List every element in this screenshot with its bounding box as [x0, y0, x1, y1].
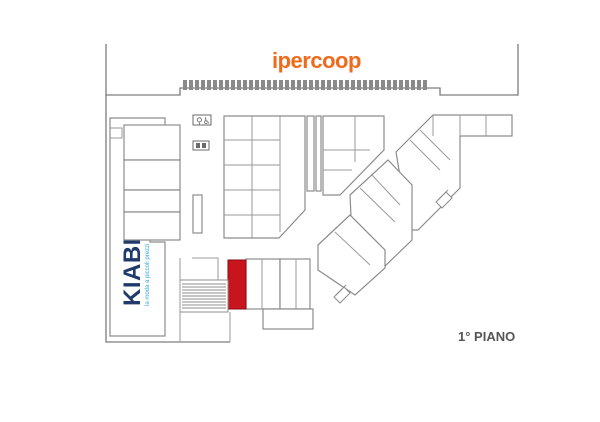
parking-stall [261, 80, 265, 90]
parking-stall [399, 80, 403, 90]
parking-stall [333, 80, 337, 90]
restroom-icon [192, 140, 210, 151]
shops-lower-diagonal[interactable] [317, 159, 413, 296]
parking-stall [315, 80, 319, 90]
parking-stall [297, 80, 301, 90]
left-outer-wall [105, 95, 230, 343]
shop-unit[interactable] [123, 211, 181, 241]
parking-stall [273, 80, 277, 90]
structural-line [192, 257, 219, 280]
toilet-icon: ⚲♿ [192, 114, 212, 127]
parking-stall [423, 80, 427, 90]
parking-stall [207, 80, 211, 90]
parking-stall [303, 80, 307, 90]
parking-stall [363, 80, 367, 90]
parking-stall [417, 80, 421, 90]
parking-stall [195, 80, 199, 90]
parking-stall [201, 80, 205, 90]
parking-stall [189, 80, 193, 90]
parking-stall [393, 80, 397, 90]
parking-stall [327, 80, 331, 90]
parking-stall [267, 80, 271, 90]
parking-stall [213, 80, 217, 90]
parking-stall [321, 80, 325, 90]
shop-unit[interactable] [123, 189, 181, 213]
parking-stall [309, 80, 313, 90]
parking-rows [183, 80, 427, 90]
escalator-icon [333, 189, 453, 304]
parking-stall [405, 80, 409, 90]
parking-stall [345, 80, 349, 90]
shop-unit[interactable] [123, 124, 181, 161]
parking-stall [255, 80, 259, 90]
floor-label: 1° PIANO [458, 329, 515, 344]
ipercoop-logo[interactable]: ipercoop [272, 48, 361, 73]
shop-unit[interactable] [262, 308, 314, 330]
shops-corridor[interactable] [306, 115, 322, 192]
parking-stall [357, 80, 361, 90]
parking-stall [237, 80, 241, 90]
stairs-bank [179, 279, 229, 313]
shops-left-column[interactable] [123, 124, 181, 241]
parking-stall [243, 80, 247, 90]
kiabi-tagline: la moda a piccoli prezzi [145, 244, 151, 306]
shop-unit[interactable] [279, 258, 311, 310]
parking-stall [387, 80, 391, 90]
shops-central-block[interactable] [223, 115, 306, 239]
parking-stall [369, 80, 373, 90]
parking-stall [279, 80, 283, 90]
parking-stall [231, 80, 235, 90]
parking-stall [381, 80, 385, 90]
parking-stall [183, 80, 187, 90]
parking-stall [291, 80, 295, 90]
shop-unit[interactable] [245, 258, 281, 310]
parking-stall [249, 80, 253, 90]
parking-stall [225, 80, 229, 90]
shops-upper-right[interactable] [322, 115, 385, 196]
parking-stall [351, 80, 355, 90]
kiabi-logo: KIABI [119, 238, 146, 306]
parking-stall [375, 80, 379, 90]
parking-stall [285, 80, 289, 90]
shops-bottom-row[interactable] [245, 258, 314, 330]
parking-stall [219, 80, 223, 90]
parking-stall [339, 80, 343, 90]
shop-unit[interactable] [123, 159, 181, 191]
svg-text:⚲♿: ⚲♿ [196, 117, 211, 127]
kiosk[interactable] [192, 194, 203, 234]
selected-shop-unit[interactable] [227, 259, 247, 310]
parking-stall [411, 80, 415, 90]
shops-diagonal-wing[interactable] [395, 114, 513, 231]
